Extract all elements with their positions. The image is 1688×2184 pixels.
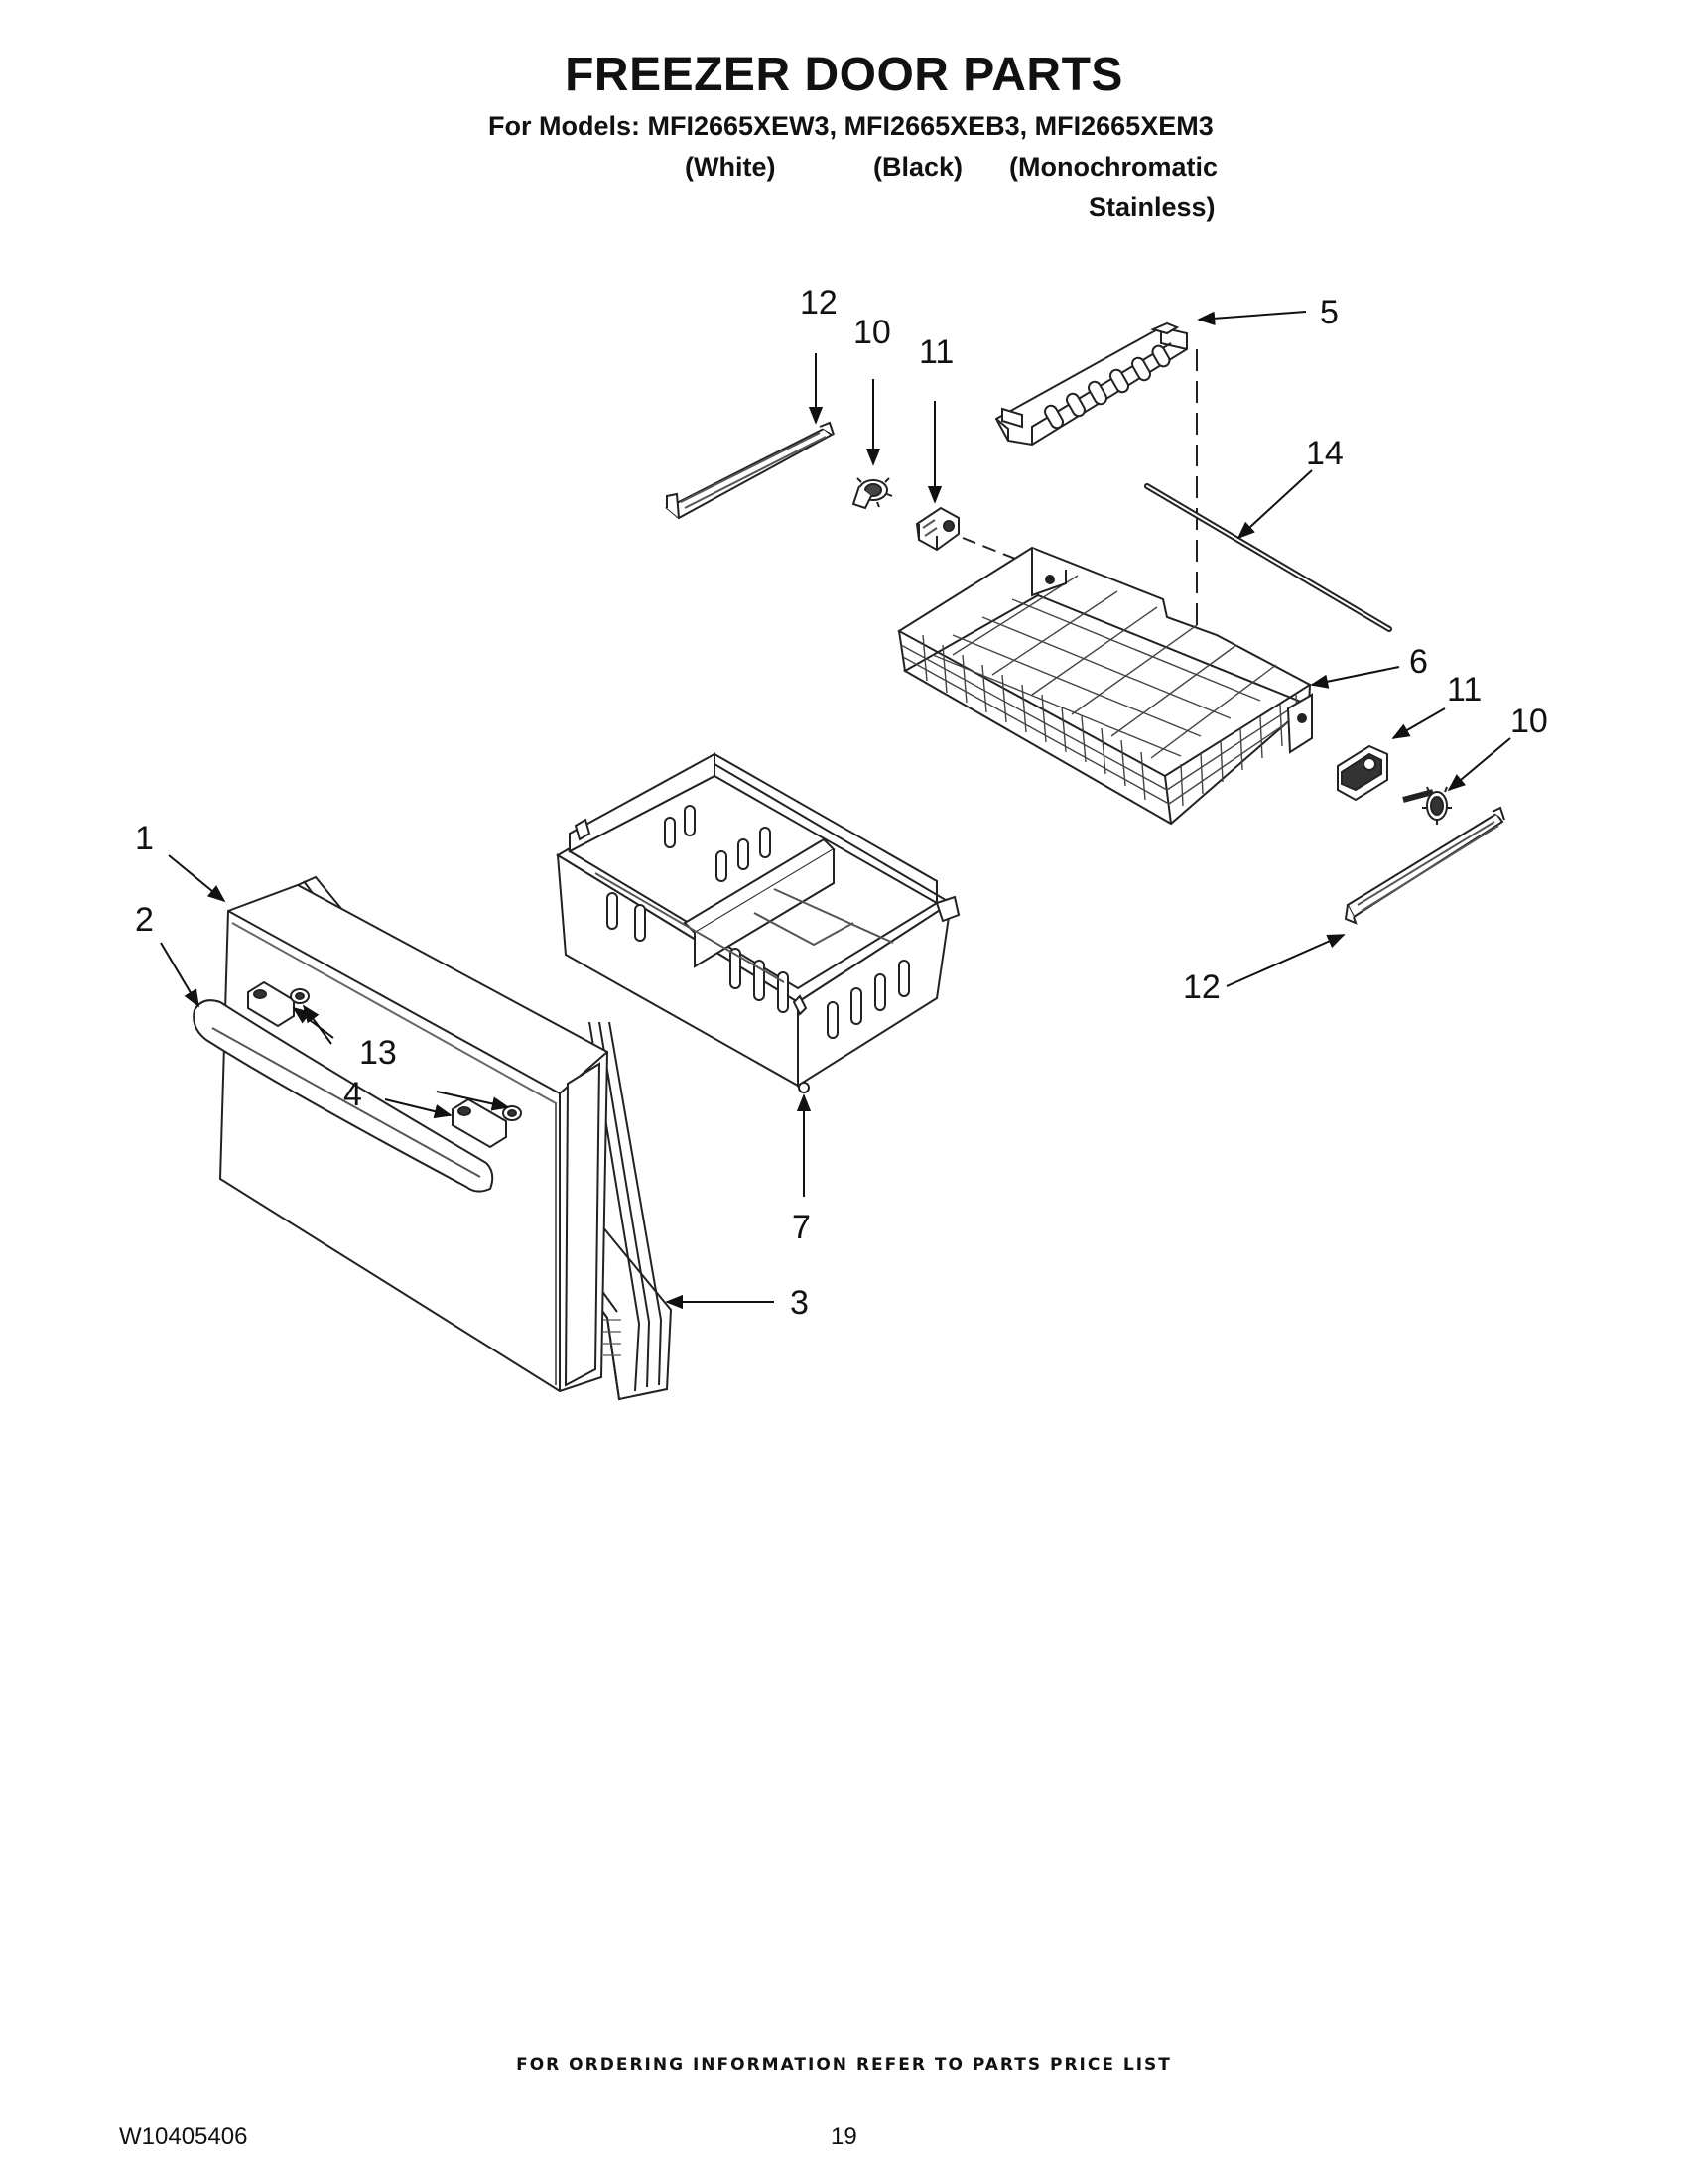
callout-2: 2 (135, 901, 154, 939)
callout-11-lower: 11 (1447, 671, 1482, 708)
callout-1: 1 (135, 820, 154, 857)
part-10-upper-gear (851, 477, 893, 510)
callout-14: 14 (1306, 435, 1344, 472)
callout-labels: 12 10 11 5 14 6 11 10 12 1 2 13 4 7 3 (135, 284, 1548, 1322)
models-line: For Models: MFI2665XEW3, MFI2665XEB3, MF… (488, 111, 1214, 141)
callout-3: 3 (790, 1284, 809, 1322)
variant-stainless-label: Stainless) (1089, 193, 1216, 222)
part-11-lower-bracket (1337, 744, 1388, 802)
callout-5: 5 (1320, 294, 1339, 331)
callout-12-upper: 12 (800, 284, 838, 321)
part-14-rod (1144, 483, 1392, 632)
part-6-wire-basket (897, 546, 1313, 826)
leader-arrows (160, 311, 1511, 1310)
callout-11-upper: 11 (919, 333, 954, 371)
part-5-basket-divider (994, 321, 1188, 447)
variant-monochromatic-label: (Monochromatic (1009, 152, 1219, 182)
part-12-lower-slide-rail (1344, 806, 1505, 925)
part-2-handle (193, 999, 494, 1193)
document-number: W10405406 (119, 2123, 248, 2150)
callout-10-lower: 10 (1510, 703, 1548, 740)
callout-12-lower: 12 (1183, 968, 1221, 1006)
ordering-information-note: FOR ORDERING INFORMATION REFER TO PARTS … (516, 2055, 1172, 2075)
variant-white-label: (White) (685, 152, 776, 182)
variant-black-label: (Black) (873, 152, 964, 182)
callout-10-upper: 10 (853, 314, 891, 351)
part-7-plastic-bin (556, 752, 961, 1093)
part-10-lower-gear (1402, 786, 1452, 825)
callout-13: 13 (359, 1034, 397, 1072)
part-11-upper-bracket (915, 506, 960, 552)
page-number: 19 (831, 2123, 857, 2150)
part-12-upper-slide-rail (665, 421, 835, 520)
callout-7: 7 (792, 1209, 811, 1246)
page-title: FREEZER DOOR PARTS (565, 49, 1123, 101)
callout-6: 6 (1409, 643, 1428, 681)
callout-4: 4 (343, 1076, 362, 1113)
